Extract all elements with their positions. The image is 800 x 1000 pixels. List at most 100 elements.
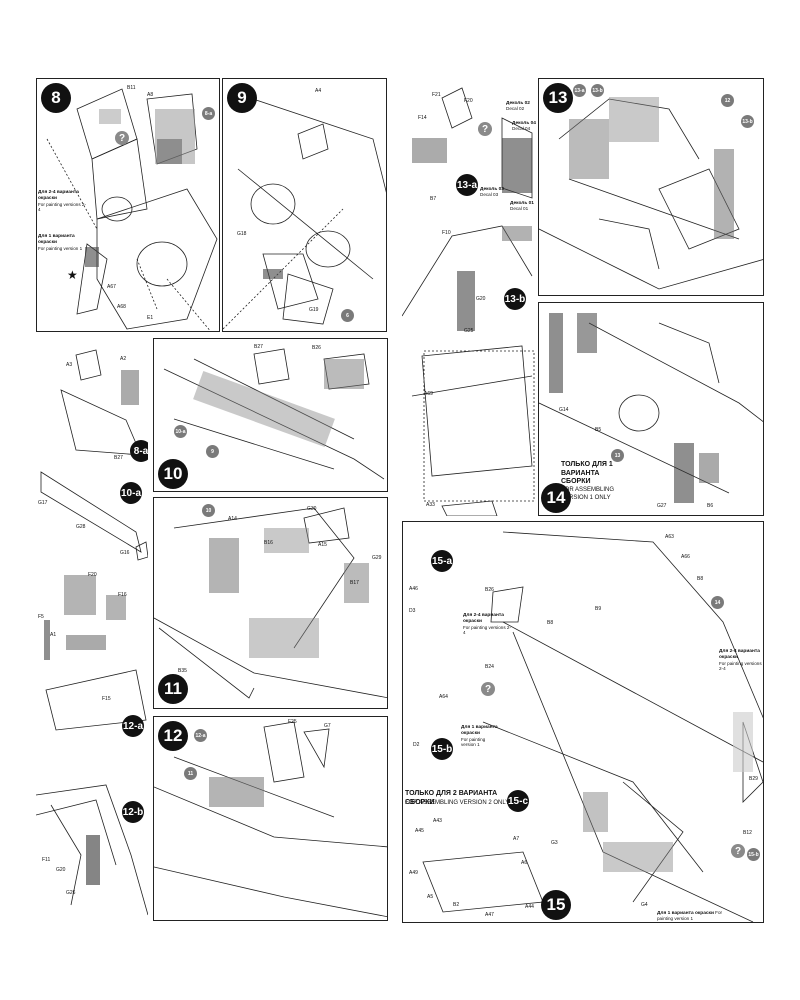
step-number-11: 11 (158, 674, 188, 704)
title-only-version-2-ru: ТОЛЬКО ДЛЯ 2 ВАРИАНТА СБОРКИ (405, 790, 498, 806)
ref-circle-13a: 13-a (573, 84, 586, 97)
step-number-13: 13 (543, 83, 573, 113)
part-G4: G4 (641, 902, 648, 908)
part-G27: G27 (657, 503, 667, 509)
part-A6: A6 (521, 860, 528, 866)
part-F10: F10 (442, 230, 451, 236)
part-B9: B9 (595, 606, 602, 612)
ref-circle-14: 14 (711, 596, 724, 609)
ref-circle-13: 13 (611, 449, 624, 462)
substep-10a: 10-a (120, 482, 142, 504)
step-10-panel: 10 10-a 9 B27 B26 (153, 338, 388, 492)
step-14-panel: G14 B5 13 ТОЛЬКО ДЛЯ 1 ВАРИАНТА СБОРКИ F… (538, 302, 764, 516)
part-F21: F21 (432, 92, 441, 98)
step-13-drawing (539, 97, 763, 290)
part-F14: F14 (418, 115, 427, 121)
part-B5: B5 (595, 427, 602, 433)
part-A45: A45 (415, 828, 424, 834)
note-15-painting-1-bottom: Для 1 варианта окраски For painting vers… (657, 910, 723, 922)
title-only-version-2-en: FOR ASSEMBLING VERSION 2 ONLY (405, 800, 510, 806)
step-10-drawing (163, 348, 385, 480)
part-G3: G3 (551, 840, 558, 846)
part-F5: F5 (38, 614, 44, 620)
step-number-12: 12 (158, 721, 188, 751)
part-B26: B26 (312, 345, 321, 351)
part-F20: F20 (88, 572, 97, 578)
ref-circle-8a: 8-a (202, 107, 215, 120)
part-A69: A69 (424, 391, 433, 397)
part-A7: A7 (513, 836, 520, 842)
part-F16: F16 (118, 592, 127, 598)
question-icon: ? (115, 131, 129, 145)
ref-circle-10: 10 (202, 504, 215, 517)
part-A2: A2 (120, 356, 127, 362)
ref-circle-13b: 13-b (591, 84, 604, 97)
part-G14: G14 (559, 407, 569, 413)
part-G20: G20 (476, 296, 486, 302)
part-B26: B26 (485, 587, 494, 593)
ref-circle-6: 6 (341, 309, 354, 322)
step-number-9: 9 (227, 83, 257, 113)
part-A64: A64 (439, 694, 448, 700)
part-G17: G17 (38, 500, 48, 506)
step-15-panel: 15-a A46 D3 B26 Для 2-4 варианта окраски… (402, 521, 764, 923)
step-11-drawing (154, 507, 387, 699)
title-only-version-1-ru: ТОЛЬКО ДЛЯ 1 ВАРИАНТА СБОРКИ (561, 461, 613, 485)
part-B11: B11 (127, 85, 136, 91)
step-9-drawing (223, 98, 386, 330)
step-13b-panel: F10 G20 G25 A69 A33 13-b (402, 216, 538, 516)
substep-12a: 12-a (122, 715, 144, 737)
part-B27: B27 (254, 344, 263, 350)
step-12a-drawing (44, 575, 147, 731)
step-14-drawing (539, 313, 763, 503)
part-G20: G20 (56, 867, 66, 873)
step-10a-panel: G17 G28 G16 10-a (36, 462, 148, 562)
part-G30: G30 (307, 506, 317, 512)
ref-circle-12: 12 (721, 94, 734, 107)
step-12-panel: 12 12-a 11 F25 G7 (153, 716, 388, 921)
paint-star-icon: ★ (67, 268, 78, 282)
part-G28: G28 (76, 524, 86, 530)
part-F11: F11 (42, 857, 51, 863)
part-G19: G19 (309, 307, 319, 313)
part-G29: G29 (372, 555, 382, 561)
part-A44: A44 (525, 904, 534, 910)
part-B27: B27 (114, 455, 123, 461)
part-A46: A46 (409, 586, 418, 592)
step-13-panel: 13 13-a 13-b 12 13-b (538, 78, 764, 296)
part-A68: A68 (117, 304, 126, 310)
step-13a-drawing (412, 87, 533, 199)
substep-15a: 15-a (431, 550, 453, 572)
part-F20: F20 (464, 98, 473, 104)
part-F25: F25 (288, 719, 297, 725)
step-13b-drawing (402, 225, 535, 516)
question-icon: ? (478, 122, 492, 136)
step-12b-drawing (36, 784, 148, 916)
part-A67: A67 (107, 284, 116, 290)
part-A5: A5 (427, 894, 434, 900)
ref-circle-11: 11 (184, 767, 197, 780)
step-12-drawing (154, 721, 387, 918)
part-B24: B24 (485, 664, 494, 670)
substep-13b: 13-b (504, 288, 526, 310)
part-A43: A43 (433, 818, 442, 824)
part-D3: D3 (409, 608, 416, 614)
part-A15: A15 (318, 542, 327, 548)
part-B17: B17 (350, 580, 359, 586)
part-B16: B16 (264, 540, 273, 546)
part-B8: B8 (697, 576, 704, 582)
substep-8a: 8-a (130, 440, 148, 462)
step-number-10: 10 (158, 459, 188, 489)
substep-15b: 15-b (431, 738, 453, 760)
part-B35: B35 (178, 668, 187, 674)
ref-circle-15b: 15-b (747, 848, 760, 861)
step-12b-panel: 12-b F11 G20 G26 (36, 775, 148, 920)
part-F15: F15 (102, 696, 111, 702)
part-A3: A3 (66, 362, 73, 368)
